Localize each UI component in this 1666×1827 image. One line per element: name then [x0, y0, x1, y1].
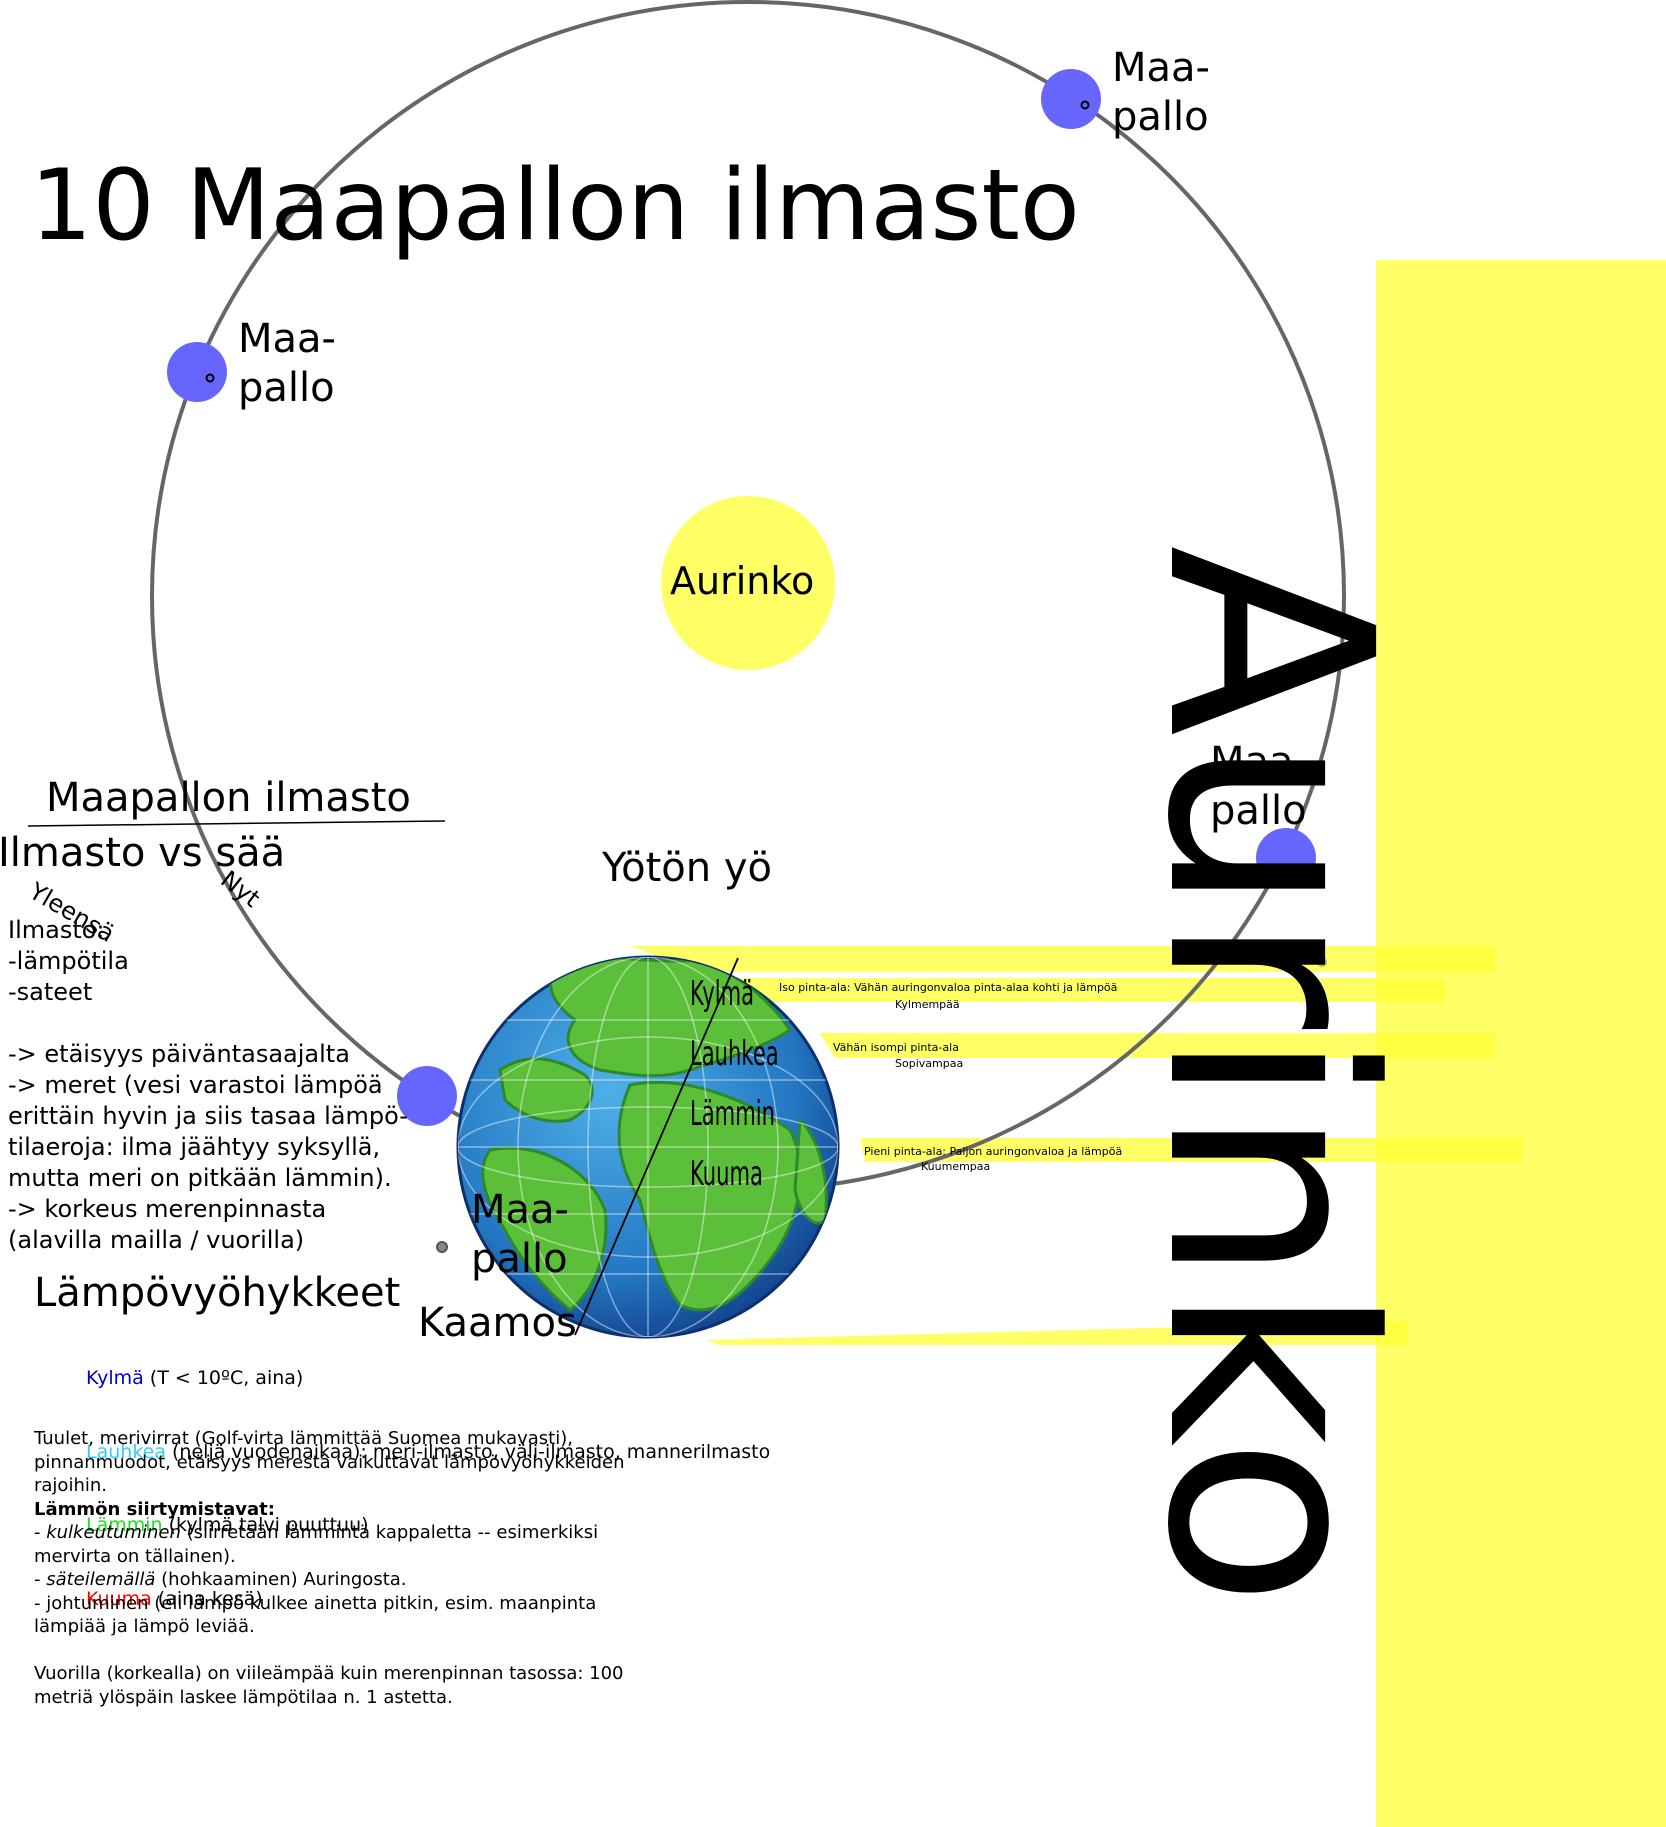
page-title: 10 Maapallon ilmasto	[30, 149, 1080, 263]
globe-zone-cold: Kylmä	[690, 974, 755, 1014]
section-underline	[27, 820, 446, 827]
zone-desc: (neljä vuodenaikaa): meri-ilmasto, väli-…	[165, 1440, 771, 1463]
midnight-sun-label: Yötön yö	[602, 845, 772, 891]
earth-label-line: pallo	[1210, 788, 1307, 834]
earth-label-line: Maa-	[1210, 739, 1308, 785]
sunlight-note-mid-result: Sopivampaa	[895, 1057, 964, 1070]
factors-text: Tuulet, merivirrat (Golf-virta lämmittää…	[34, 1428, 625, 1496]
zone-desc: (T < 10ºC, aina)	[143, 1367, 304, 1389]
globe-zone-hot: Kuuma	[690, 1154, 763, 1194]
zones-heading: Lämpövyöhykkeet	[34, 1270, 401, 1316]
earth-label-line: pallo	[471, 1236, 568, 1282]
earth-right	[1256, 828, 1316, 888]
earth-bottom	[397, 1066, 457, 1126]
sunlight-note-low-result: Kuumempaa	[921, 1160, 991, 1173]
earth-label-bottom: Maa- pallo	[471, 1186, 569, 1284]
sunlight-note-high-result: Kylmempää	[895, 998, 960, 1011]
zones-list: Kylmä (T < 10ºC, aina) Lauhkea (neljä vu…	[86, 1317, 770, 1636]
zone-name: Kuuma	[86, 1587, 152, 1610]
heat-transfer-heading: Lämmön siirtymistavat:	[34, 1498, 275, 1520]
globe-zone-warm: Lämmin	[690, 1094, 775, 1134]
factors-paragraph: Tuulet, merivirrat (Golf-virta lämmittää…	[34, 1427, 625, 1709]
zone-name: Lämmin	[86, 1514, 163, 1536]
zone-name: Lauhkea	[86, 1440, 166, 1463]
sunlight-note-mid: Vähän isompi pinta-ala	[833, 1041, 959, 1054]
zone-desc: (kylmä talvi puuttuu)	[162, 1514, 369, 1536]
earth-label-top-right: Maa- pallo	[1112, 44, 1210, 142]
transfer-term: säteilemällä	[46, 1569, 156, 1590]
climate-notes: Ilmasto: -lämpötila -sateet -> etäisyys …	[8, 916, 408, 1254]
globe	[456, 955, 840, 1339]
zone-item-cold: Kylmä (T < 10ºC, aina)	[86, 1366, 770, 1391]
earth-label-left: Maa- pallo	[238, 315, 336, 413]
sunlight-note-high: Iso pinta-ala: Vähän auringonvaloa pinta…	[779, 981, 1118, 994]
zone-desc: (aina kesä)	[151, 1587, 263, 1610]
zone-item-temperate: Lauhkea (neljä vuodenaikaa): meri-ilmast…	[86, 1440, 770, 1465]
transfer-term: kulkeutuminen	[46, 1522, 181, 1543]
sun-center-label: Aurinko	[670, 559, 815, 603]
polar-night-label: Kaamos	[418, 1300, 577, 1346]
altitude-note: Vuorilla (korkealla) on viileämpää kuin …	[34, 1663, 624, 1708]
transfer-desc: (hohkaaminen) Auringosta.	[155, 1569, 407, 1590]
transfer-desc: (siirretään lämmintä kappaletta -- esime…	[34, 1522, 599, 1567]
zone-item-hot: Kuuma (aina kesä)	[86, 1587, 770, 1612]
transfer-bullet: -	[34, 1522, 47, 1543]
zone-item-warm: Lämmin (kylmä talvi puuttuu)	[86, 1513, 770, 1538]
earth-top-right	[1041, 69, 1101, 129]
transfer-bullet: -	[34, 1569, 47, 1590]
sun-side-label: Aurinko	[1105, 545, 1431, 1608]
section-subheading: Ilmasto vs sää	[0, 830, 286, 876]
sunlight-beams	[630, 946, 1522, 1345]
earth-positions	[167, 69, 1327, 1253]
sunlight-note-low: Pieni pinta-ala: Paljon auringonvaloa ja…	[864, 1145, 1123, 1158]
earth-label-line: Maa-	[471, 1187, 569, 1233]
transfer-item: - johtuminen (eli lämpö kulkee ainetta p…	[34, 1592, 597, 1638]
sun-circle	[661, 496, 835, 670]
earth-label-line: Maa-	[238, 316, 336, 362]
section-heading: Maapallon ilmasto	[46, 775, 411, 821]
earth-left	[167, 342, 227, 402]
globe-zone-temperate: Lauhkea	[690, 1034, 779, 1074]
earth-label-line: Maa-	[1112, 45, 1210, 91]
earth-label-right: Maa- pallo	[1210, 738, 1308, 836]
earth-label-line: pallo	[238, 365, 335, 411]
earth-label-line: pallo	[1112, 94, 1209, 140]
zone-name: Kylmä	[86, 1367, 144, 1389]
